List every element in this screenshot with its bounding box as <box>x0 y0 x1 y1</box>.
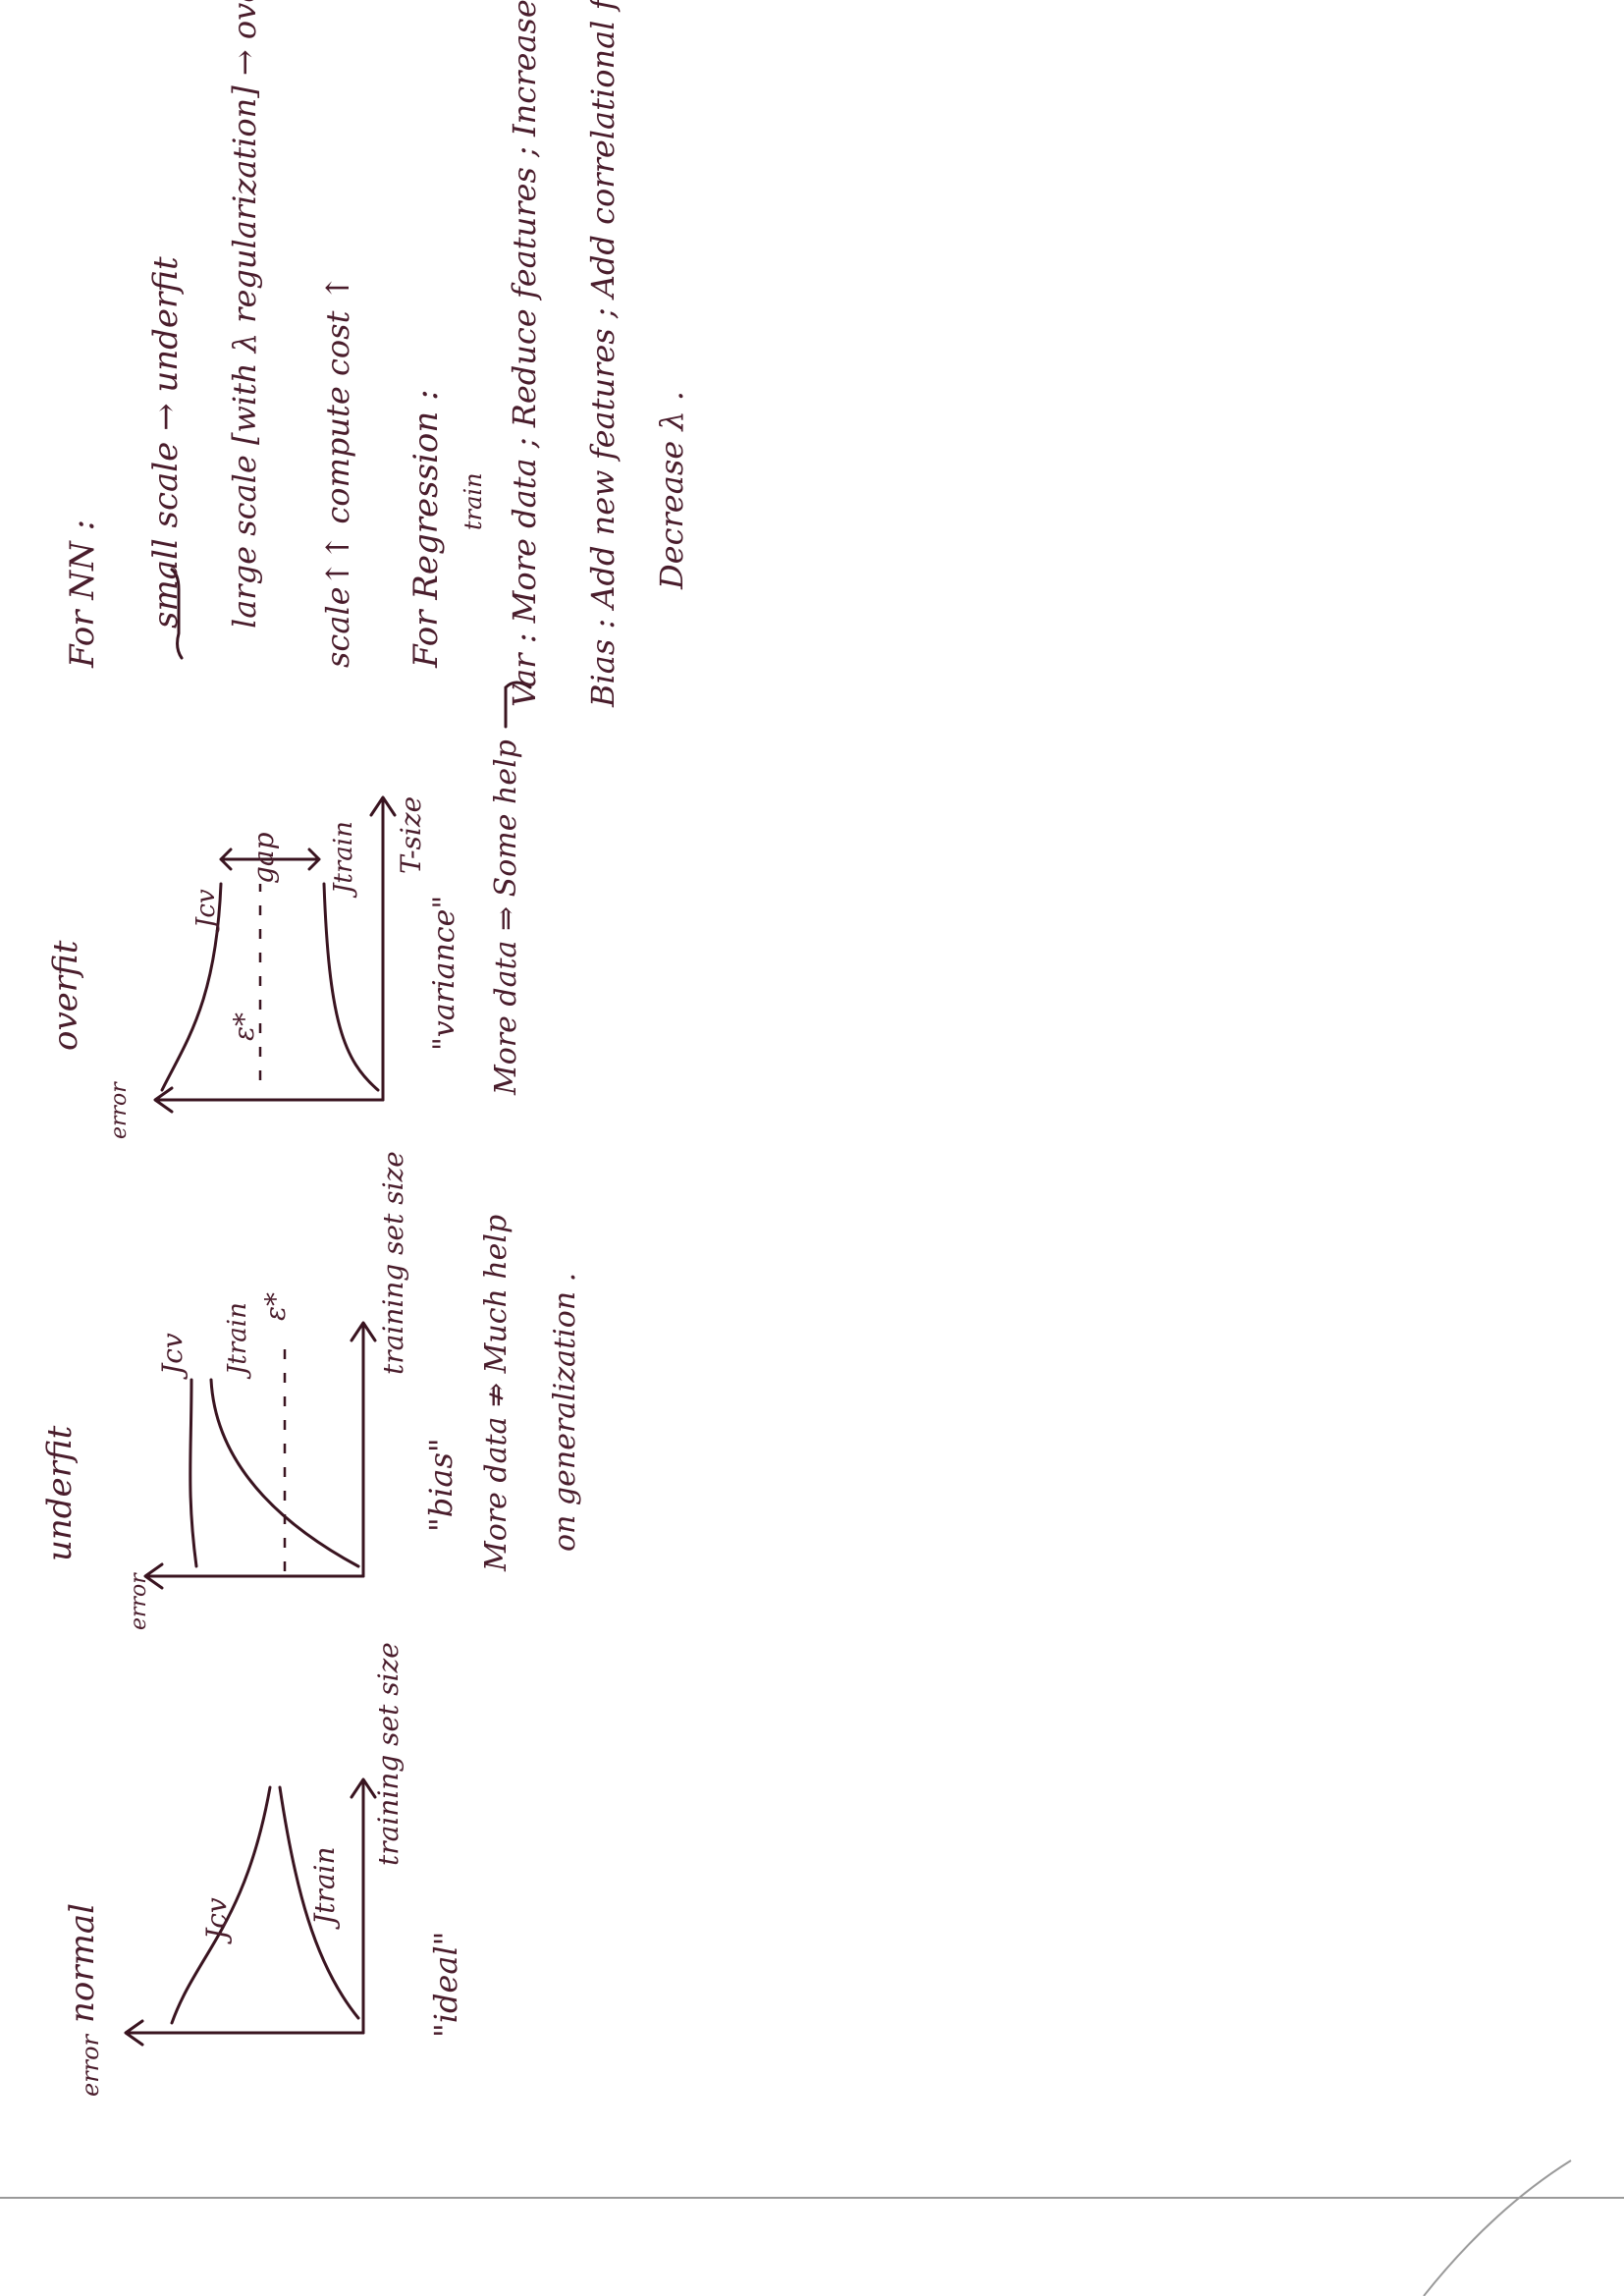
overfit-gap-bracket <box>219 847 321 871</box>
nn-heading: For NN : <box>63 519 102 669</box>
underfit-note-1: More data ⇏ Much help <box>479 1215 514 1572</box>
underfit-jcv-label: Jcv <box>156 1333 189 1380</box>
underfit-y-arrow <box>143 1562 164 1590</box>
nn-line-1: small scale → underfit <box>146 256 186 629</box>
nn-line-2: large scale [with λ regularization] → ov… <box>226 0 263 629</box>
underfit-note-2: on generalization . <box>548 1273 582 1552</box>
normal-y-label: error <box>77 2033 104 2097</box>
overfit-y-arrow <box>153 1086 174 1114</box>
underfit-jtrain-label: Jtrain <box>223 1302 252 1380</box>
regression-notes: For Regression : train Var : More data ;… <box>406 0 690 729</box>
normal-jcv-label: Jcv <box>200 1897 233 1944</box>
overfit-note: More data ⇒ Some help <box>489 739 523 1096</box>
overfit-caption: "variance" <box>427 896 461 1051</box>
overfit-jtrain-curve <box>322 882 380 1092</box>
regression-bias-line: Bias : Add new features ; Add correlatio… <box>584 0 622 708</box>
overfit-x-arrow <box>369 795 397 817</box>
normal-diagram: normal error Jcv Jtrain training set siz… <box>63 1642 464 2097</box>
underfit-x-label: training set size <box>377 1151 409 1375</box>
normal-jtrain-curve <box>278 1785 360 2020</box>
underfit-jtrain-curve <box>209 1378 360 1568</box>
normal-x-arrow <box>350 1777 377 1799</box>
underfit-jcv-curve <box>189 1378 198 1568</box>
nn-brace <box>170 568 184 660</box>
normal-jtrain-label: Jtrain <box>308 1846 341 1930</box>
regression-bias-line-2: Decrease λ . <box>653 391 690 590</box>
underfit-caption: "bias" <box>422 1438 460 1532</box>
underfit-y-label: error <box>127 1572 151 1630</box>
page-corner-curl <box>1423 2159 1572 2296</box>
nn-line-3: scale↑↑ compute cost ↑ <box>319 275 356 668</box>
normal-title: normal <box>63 1903 102 2023</box>
normal-x-label: training set size <box>372 1642 405 1866</box>
overfit-diagram: overfit error Jcv ε* gap Jtrain T-size "… <box>46 739 523 1139</box>
overfit-title: overfit <box>46 940 85 1051</box>
overfit-gap-label: gap <box>247 832 280 884</box>
overfit-jcv-label: Jcv <box>191 889 221 933</box>
regression-train-note: train <box>460 472 487 530</box>
underfit-title: underfit <box>40 1425 80 1561</box>
normal-jcv-curve <box>170 1785 272 2025</box>
underfit-diagram: underfit error Jcv Jtrain ε* training se… <box>40 1151 582 1630</box>
underfit-target-label: ε* <box>259 1292 292 1321</box>
regression-brace <box>504 681 532 729</box>
overfit-jtrain-label: Jtrain <box>329 821 358 899</box>
overfit-jcv-curve <box>160 882 223 1092</box>
regression-var-line: Var : More data ; Reduce features ; Incr… <box>506 0 543 707</box>
normal-caption: "ideal" <box>427 1932 464 2038</box>
normal-y-arrow <box>124 2019 144 2047</box>
underfit-x-arrow <box>350 1321 377 1342</box>
overfit-target-label: ε* <box>228 1012 260 1041</box>
overfit-x-label: T-size <box>395 796 427 874</box>
regression-heading: For Regression : <box>406 389 446 669</box>
nn-notes: For NN : small scale → underfit large sc… <box>63 0 356 669</box>
overfit-y-label: error <box>107 1081 132 1139</box>
